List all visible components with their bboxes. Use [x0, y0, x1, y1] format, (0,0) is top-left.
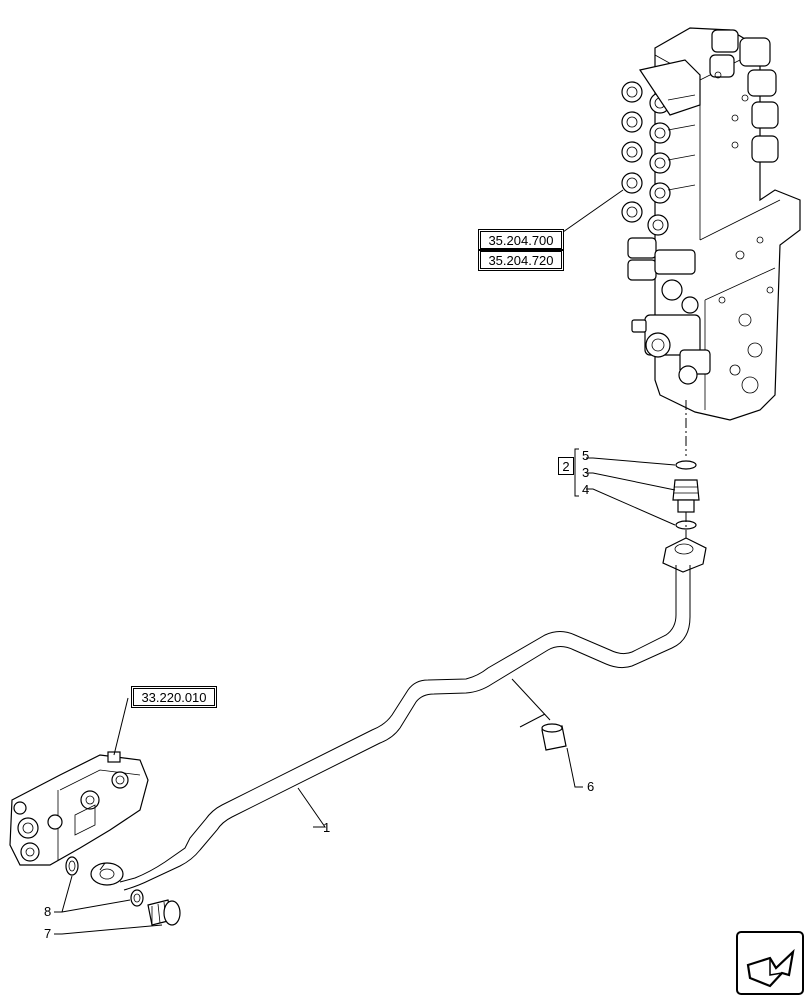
adapter-3 — [672, 479, 700, 501]
leader-6 — [566, 747, 583, 788]
callout-5: 5 — [582, 448, 590, 463]
callout-6: 6 — [587, 779, 595, 794]
hydraulic-pipe — [90, 537, 707, 891]
leader-1 — [297, 787, 326, 828]
seal-ring-5 — [675, 460, 697, 470]
body-ports — [714, 71, 774, 394]
leader-7 — [54, 924, 163, 935]
leader-5 — [586, 457, 676, 466]
solenoid-coils-left — [621, 59, 711, 385]
valve-reference-box-1[interactable]: 35.204.700 — [478, 229, 564, 251]
seal-ring-8a — [65, 856, 79, 876]
leader-pump-ref — [113, 697, 129, 756]
callout-7: 7 — [44, 926, 52, 941]
pipe-sleeve-6 — [511, 678, 567, 751]
control-valve-assembly — [621, 27, 801, 456]
pump-reference-box[interactable]: 33.220.010 — [131, 686, 217, 708]
callout-8: 8 — [44, 904, 52, 919]
callout-4: 4 — [582, 482, 590, 497]
fitting-stack — [672, 460, 700, 540]
banjo-eye — [90, 862, 124, 886]
next-page-arrow-icon[interactable] — [736, 931, 804, 995]
callout-1: 1 — [323, 820, 331, 835]
callout-3: 3 — [582, 465, 590, 480]
valve-reference-box-2[interactable]: 35.204.720 — [478, 249, 564, 271]
leader-3 — [586, 472, 676, 491]
right-coils — [709, 29, 779, 163]
seal-ring-8b — [130, 889, 144, 907]
kit-label-box: 2 — [558, 457, 574, 475]
kit-bracket — [574, 448, 579, 497]
leader-valve-ref — [562, 189, 624, 233]
leader-4 — [586, 488, 676, 526]
leader-8 — [54, 875, 131, 913]
banjo-bolt-7 — [147, 899, 181, 926]
pump-assembly — [9, 751, 149, 866]
